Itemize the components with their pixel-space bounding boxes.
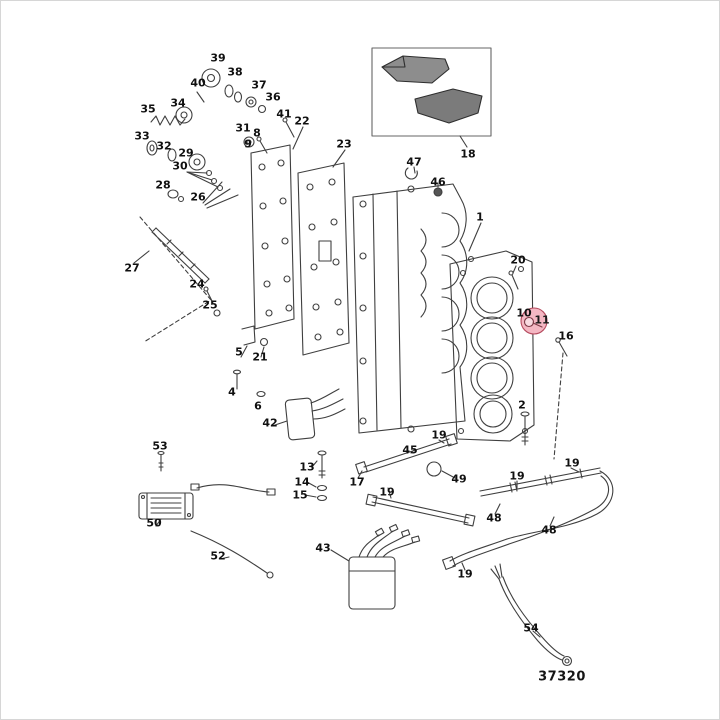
callout-18: 18 [460,147,476,161]
divider-plates [250,126,350,356]
callout-19: 19 [431,428,447,442]
bolt-4-washer-6 [232,369,266,398]
callout-13: 13 [299,460,315,474]
callout-53: 53 [152,439,168,453]
callout-31: 31 [235,121,251,135]
callout-6: 6 [254,399,262,413]
callout-16: 16 [558,329,574,343]
callout-46: 46 [430,175,446,189]
callout-14: 14 [294,475,310,489]
bolt-13-washers-14-15 [304,450,328,502]
cylinder-block [449,222,535,442]
callout-17: 17 [349,475,365,489]
wiring-harness-43 [330,523,421,610]
callout-48: 48 [541,523,557,537]
coil-42 [271,388,346,441]
callout-41: 41 [276,107,292,121]
callout-27: 27 [124,261,140,275]
callout-29: 29 [178,146,194,160]
callout-2: 2 [518,398,526,412]
callout-36: 36 [265,90,281,104]
callout-28: 28 [155,178,171,192]
callout-21: 21 [252,350,268,364]
inset-box-part-18 [371,47,492,148]
battery-cable-54 [490,563,573,667]
callout-37: 37 [251,78,267,92]
callout-42: 42 [262,416,278,430]
callout-50: 50 [146,516,162,530]
callout-40: 40 [190,76,206,90]
callout-26: 26 [190,190,206,204]
callout-48: 48 [486,511,502,525]
callout-4: 4 [228,385,236,399]
callout-35: 35 [140,102,156,116]
callout-19: 19 [457,567,473,581]
shaft-and-reference-lines [133,216,221,343]
crankcase [352,183,468,434]
callout-10: 10 [516,306,532,320]
bracket-5-21 [240,325,269,358]
callout-32: 32 [156,139,172,153]
callout-47: 47 [406,155,422,169]
electrical-50-52-53 [138,450,276,579]
bolt-2 [520,411,530,446]
diagram-part-number: 37320 [538,669,586,685]
callout-19: 19 [379,485,395,499]
callout-24: 24 [189,277,205,291]
callout-54: 54 [523,621,539,635]
callout-25: 25 [202,298,218,312]
callout-45: 45 [402,443,418,457]
callout-19: 19 [564,456,580,470]
callout-15: 15 [292,488,308,502]
callout-9: 9 [244,137,252,151]
callout-30: 30 [172,159,188,173]
callout-11: 11 [534,313,550,327]
hardware-cluster [146,68,295,209]
callout-5: 5 [235,345,243,359]
highlighted-part [520,307,548,335]
callout-20: 20 [510,253,526,267]
bolt-20 [508,265,519,290]
callout-34: 34 [170,96,186,110]
callout-49: 49 [451,472,467,486]
callout-1: 1 [476,210,484,224]
callout-39: 39 [210,51,226,65]
bolt-16 [553,337,568,460]
callout-19: 19 [509,469,525,483]
highlight-circle [520,307,548,335]
callout-22: 22 [294,114,310,128]
fuel-hoses [355,433,614,571]
callout-33: 33 [134,129,150,143]
callout-43: 43 [315,541,331,555]
callout-52: 52 [210,549,226,563]
callout-23: 23 [336,137,352,151]
small-parts-46-47 [404,166,443,197]
callout-8: 8 [253,126,261,140]
callout-38: 38 [227,65,243,79]
